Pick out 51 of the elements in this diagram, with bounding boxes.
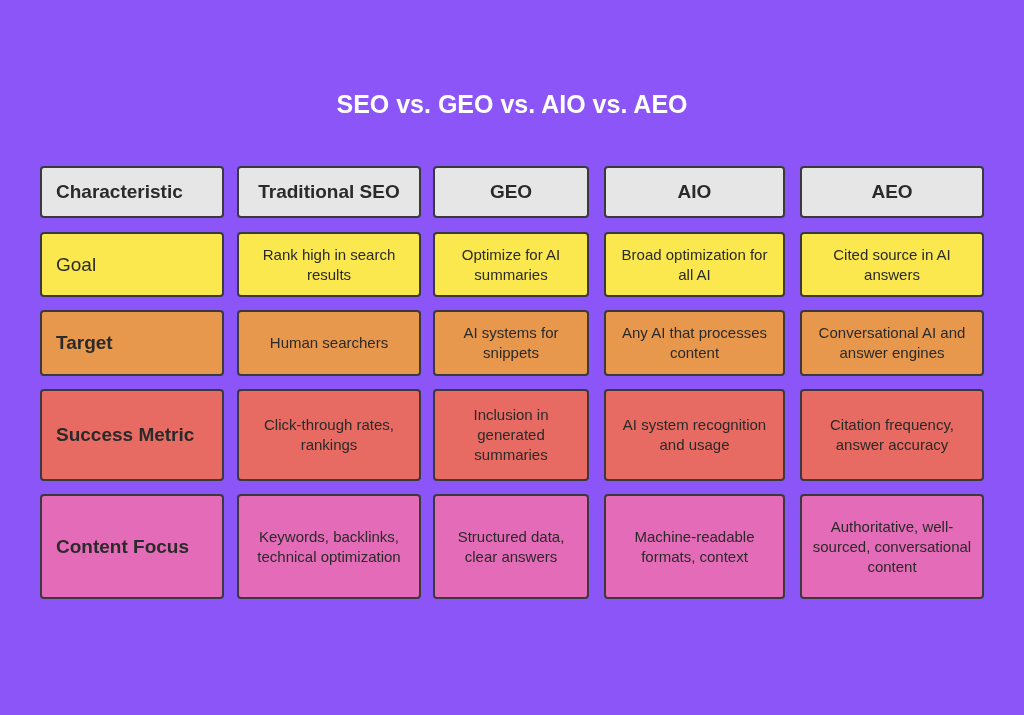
target-cell [604, 310, 785, 376]
cell-text: Cited source in AI answers [832, 244, 952, 285]
cell-text: Any AI that processes content [620, 323, 769, 363]
metric-cell [237, 389, 421, 481]
metric-cell [604, 389, 785, 481]
target-cell [237, 310, 421, 376]
cell-text: Goal [56, 254, 97, 275]
metric-cell [40, 389, 224, 481]
diagram-title: SEO vs. GEO vs. AIO vs. AEO [335, 90, 689, 119]
cell-text: Optimize for AI summaries [460, 244, 562, 285]
goal-cell [800, 232, 984, 297]
cell-text: Keywords, backlinks, technical optimization [256, 526, 402, 567]
cell-text: Machine-readable formats, context [633, 526, 756, 567]
focus-cell [800, 494, 984, 599]
cell-text: Target [56, 333, 113, 353]
cell-text: AI system recognition and usage [621, 415, 768, 455]
header-cell [800, 166, 984, 218]
cell-text: AIO [677, 182, 712, 202]
cell-text: Citation frequency, answer accuracy [829, 415, 955, 455]
header-cell [40, 166, 224, 218]
header-cell [237, 166, 421, 218]
cell-text: Conversational AI and answer engines [817, 323, 967, 363]
goal-cell [40, 232, 224, 297]
cell-text: Characteristic [56, 182, 183, 202]
cell-text: Broad optimization for all AI [620, 244, 769, 285]
cell-text: GEO [489, 182, 533, 202]
goal-cell [604, 232, 785, 297]
cell-text: Click-through rates, rankings [262, 415, 396, 455]
header-cell [604, 166, 785, 218]
focus-cell [433, 494, 589, 599]
cell-text: Structured data, clear answers [456, 526, 566, 567]
target-cell [800, 310, 984, 376]
focus-cell [40, 494, 224, 599]
goal-cell [237, 232, 421, 297]
focus-cell [237, 494, 421, 599]
cell-text: Inclusion in generated summaries [472, 405, 550, 465]
metric-cell [800, 389, 984, 481]
cell-text: AI systems for snippets [462, 323, 560, 363]
cell-text: Authoritative, well-sourced, conversational content [812, 516, 972, 577]
metric-cell [433, 389, 589, 481]
cell-text: AEO [871, 182, 913, 202]
cell-text: Rank high in search results [261, 244, 397, 285]
cell-text: Success Metric [56, 425, 195, 445]
cell-text: Content Focus [56, 536, 189, 557]
focus-cell [604, 494, 785, 599]
header-cell [433, 166, 589, 218]
cell-text: Human searchers [269, 333, 389, 353]
goal-cell [433, 232, 589, 297]
cell-text: Traditional SEO [258, 182, 400, 202]
target-cell [433, 310, 589, 376]
target-cell [40, 310, 224, 376]
